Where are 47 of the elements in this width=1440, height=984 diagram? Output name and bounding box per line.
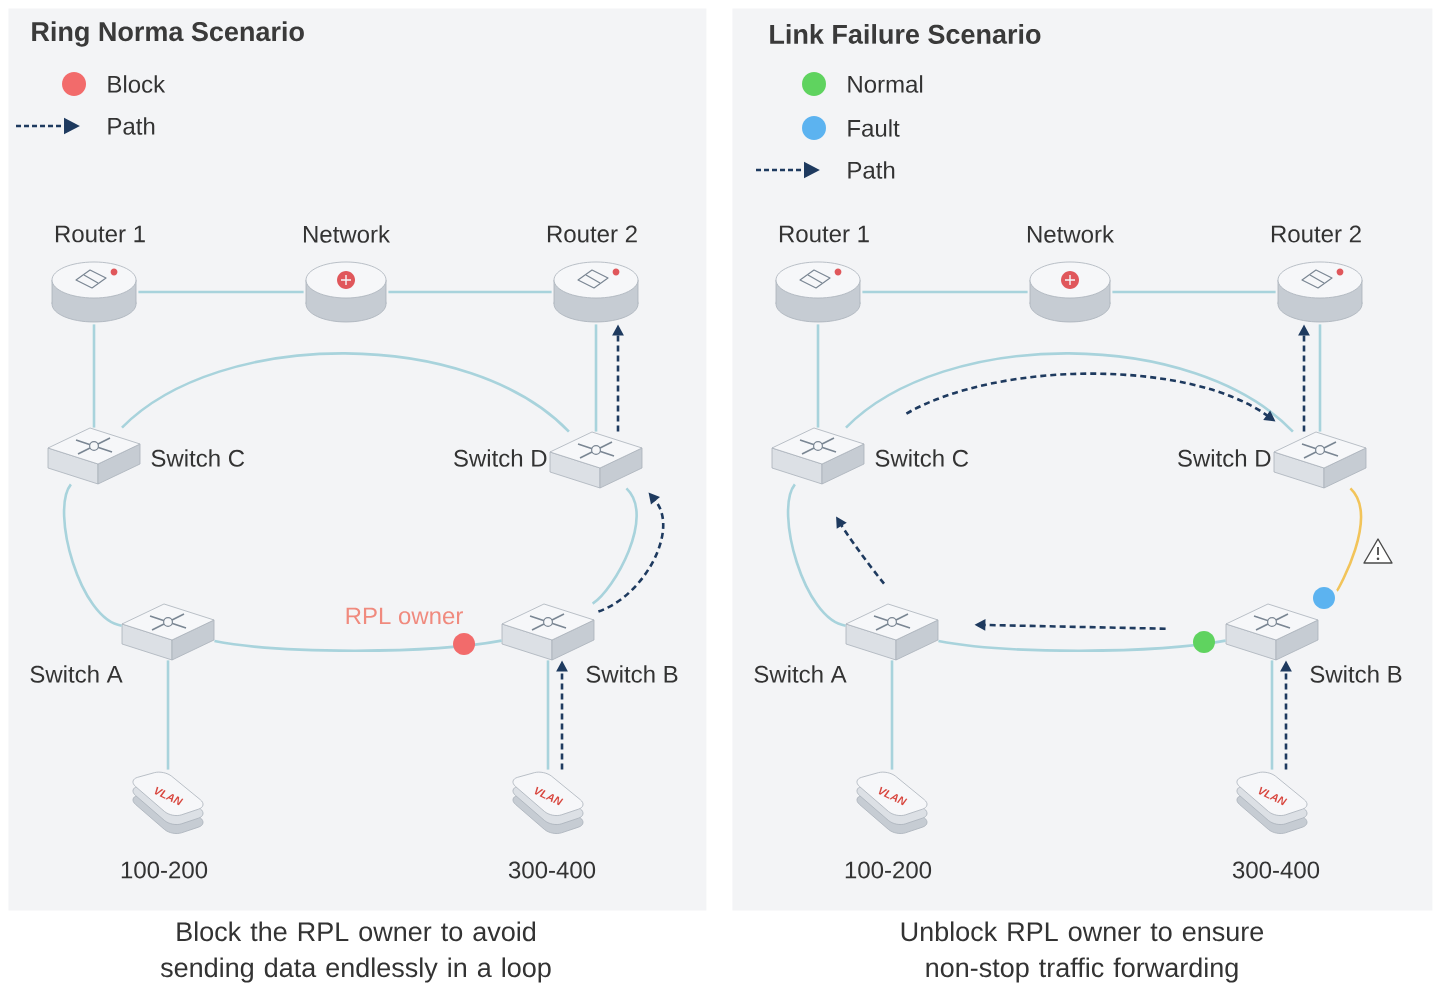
link-line (1112, 290, 1276, 294)
link-line (1335, 487, 1363, 592)
device-label: Network (304, 225, 391, 243)
link-line (92, 324, 96, 428)
device-label: Switch D (454, 449, 547, 467)
legend-label: Block (108, 75, 166, 93)
link-line (862, 290, 1028, 294)
device-label: Switch B (586, 665, 678, 683)
panel-title: Ring Norma Scenario (32, 21, 304, 47)
device-label: Switch C (151, 449, 245, 467)
link-line (591, 487, 638, 605)
link-line (594, 324, 598, 432)
device-label: Network (1027, 225, 1115, 243)
link-line (816, 324, 820, 428)
device-label: 300-400 (1232, 861, 1320, 879)
link-line (166, 660, 170, 770)
device-label: 100-200 (121, 861, 208, 879)
link-line (1318, 324, 1322, 432)
legend-label: Fault (848, 119, 900, 137)
legend-label: Path (848, 161, 895, 179)
link-line (138, 290, 304, 294)
link-line (546, 660, 550, 770)
link-line (786, 483, 847, 627)
device-label: Router 2 (547, 225, 637, 243)
device-label: Switch B (1310, 665, 1402, 683)
device-label: Switch A (30, 665, 123, 683)
device-label: 300-400 (508, 861, 596, 879)
device-label: Switch C (875, 449, 969, 467)
description-text: Block the RPL owner to avoid sending data endlessly in a loop (160, 921, 551, 983)
link-line (121, 352, 570, 433)
annotation-label: RPL owner (346, 607, 463, 625)
link-line (388, 290, 552, 294)
description-text: Unblock RPL owner to ensure non-stop traffic forwarding (901, 921, 1264, 983)
link-line (214, 639, 502, 652)
link-line (845, 352, 1294, 433)
device-label: Switch D (1178, 449, 1271, 467)
device-label: Switch A (754, 665, 847, 683)
device-label: 100-200 (845, 861, 932, 879)
device-label: Router 1 (55, 225, 145, 243)
device-label: Router 1 (779, 225, 869, 243)
legend-label: Normal (848, 75, 923, 93)
link-line (1270, 660, 1274, 770)
device-label: Router 2 (1271, 225, 1361, 243)
link-line (890, 660, 894, 770)
legend-label: Path (108, 117, 155, 135)
link-line (62, 483, 123, 627)
panel-title: Link Failure Scenario (770, 24, 1041, 44)
